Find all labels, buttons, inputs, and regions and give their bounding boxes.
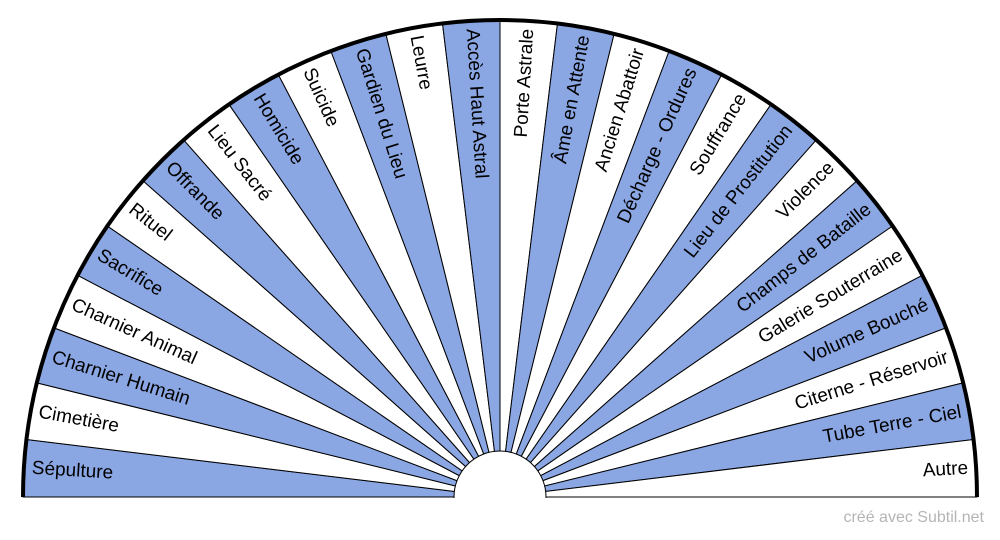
sector-label-sepulture: Sépulture	[31, 458, 113, 484]
outer-arc	[21, 18, 979, 498]
sectors-group	[22, 19, 978, 498]
center-hub-mask	[452, 498, 548, 540]
sector-label-autre: Autre	[922, 458, 969, 482]
credit-text: créé avec Subtil.net	[843, 509, 984, 526]
